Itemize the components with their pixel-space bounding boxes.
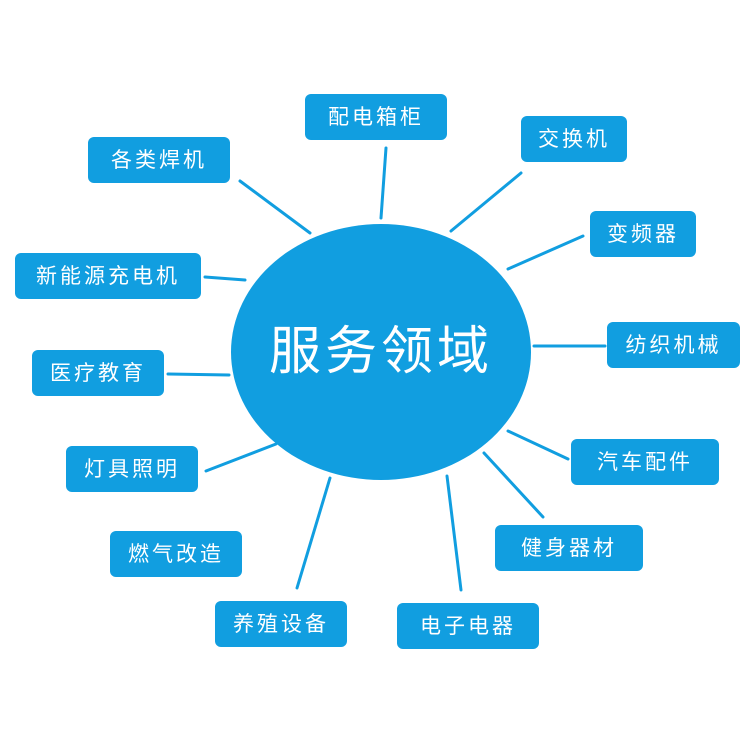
node-label: 灯具照明 bbox=[84, 456, 180, 481]
node-fitness-equipment: 健身器材 bbox=[495, 525, 643, 571]
connector-frequency-converter bbox=[506, 234, 585, 271]
node-label: 健身器材 bbox=[521, 535, 617, 560]
node-frequency-converter: 变频器 bbox=[590, 211, 696, 257]
connector-new-energy-charger bbox=[203, 275, 247, 282]
node-label: 医疗教育 bbox=[50, 360, 146, 385]
node-label: 各类焊机 bbox=[111, 147, 207, 172]
node-breeding-equipment: 养殖设备 bbox=[215, 601, 347, 647]
node-label: 纺织机械 bbox=[625, 332, 722, 357]
connector-welding-machine bbox=[238, 179, 312, 235]
center-hub: 服务领域 bbox=[231, 224, 531, 480]
node-label: 变频器 bbox=[607, 221, 679, 246]
node-label: 交换机 bbox=[538, 126, 610, 151]
node-electronic-appliances: 电子电器 bbox=[397, 603, 539, 649]
node-label: 汽车配件 bbox=[597, 449, 693, 474]
node-welding-machine: 各类焊机 bbox=[88, 137, 230, 183]
node-auto-parts: 汽车配件 bbox=[571, 439, 719, 485]
center-hub-label: 服务领域 bbox=[268, 322, 493, 382]
node-power-distribution-box: 配电箱柜 bbox=[305, 94, 447, 140]
node-label: 配电箱柜 bbox=[328, 104, 424, 129]
node-medical-education: 医疗教育 bbox=[32, 350, 164, 396]
node-textile-machinery: 纺织机械 bbox=[607, 322, 740, 368]
node-switch: 交换机 bbox=[521, 116, 627, 162]
node-new-energy-charger: 新能源充电机 bbox=[15, 253, 201, 299]
connector-electronic-appliances bbox=[445, 474, 463, 592]
node-label: 新能源充电机 bbox=[36, 263, 180, 288]
connector-breeding-equipment bbox=[295, 476, 332, 590]
node-label: 养殖设备 bbox=[233, 611, 329, 636]
node-label: 燃气改造 bbox=[128, 541, 224, 566]
connector-auto-parts bbox=[506, 429, 570, 461]
connector-lighting-fixtures bbox=[204, 442, 278, 473]
connector-medical-education bbox=[166, 372, 231, 377]
connector-switch bbox=[449, 171, 523, 233]
connector-fitness-equipment bbox=[482, 451, 545, 519]
connector-power-distribution-box bbox=[379, 146, 388, 220]
node-lighting-fixtures: 灯具照明 bbox=[66, 446, 198, 492]
node-gas-retrofit: 燃气改造 bbox=[110, 531, 242, 577]
node-label: 电子电器 bbox=[420, 613, 516, 638]
